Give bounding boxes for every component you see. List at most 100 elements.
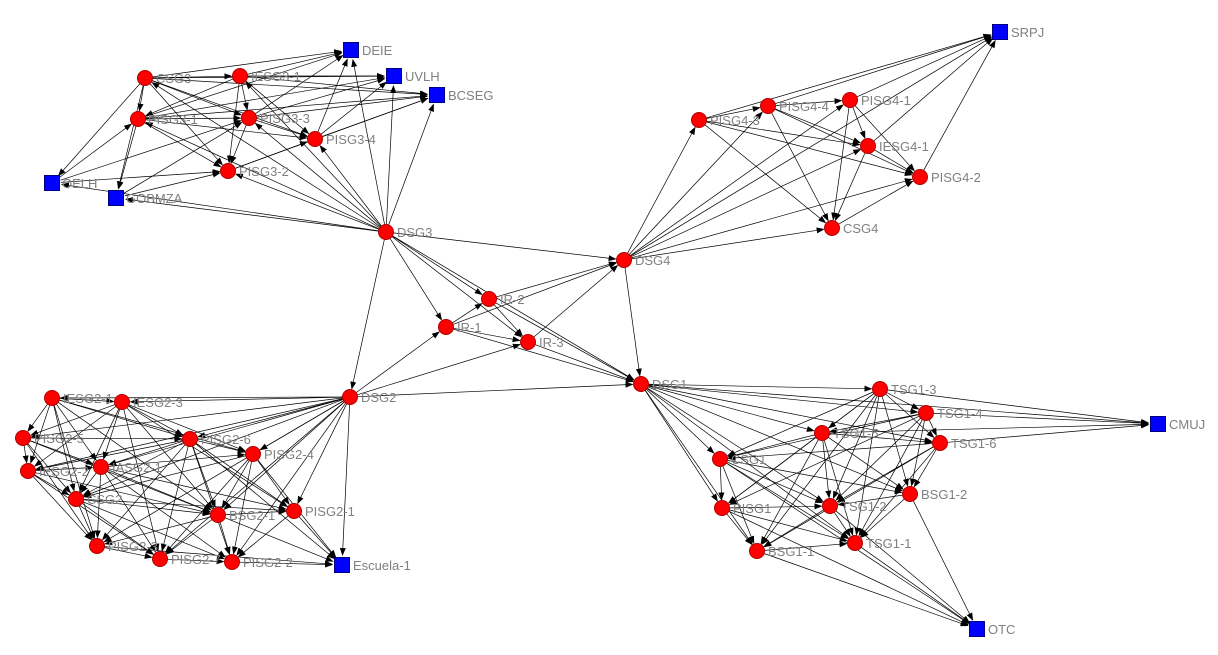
node-PISG3-2[interactable]: PISG3-2 <box>220 163 289 180</box>
node-CSG1[interactable]: CSG1 <box>712 451 767 468</box>
node-GOBMZA[interactable]: GOBMZA <box>108 190 183 207</box>
actor-node-circle[interactable] <box>378 224 394 240</box>
actor-node-circle[interactable] <box>241 110 257 126</box>
node-PISG2-1[interactable]: PISG2-1 <box>286 503 355 520</box>
actor-node-circle[interactable] <box>342 389 358 405</box>
node-BCSEG[interactable]: BCSEG <box>429 87 494 104</box>
node-PISG2-3[interactable]: PISG2-3 <box>89 538 158 555</box>
actor-node-circle[interactable] <box>438 319 454 335</box>
node-CSG4[interactable]: CSG4 <box>824 220 879 237</box>
node-CMUJ[interactable]: CMUJ <box>1150 416 1206 433</box>
node-BSG2-1[interactable]: BSG2-1 <box>210 507 276 524</box>
node-IESG3-1[interactable]: IESG3-1 <box>232 68 301 85</box>
node-PISG2-6[interactable]: PISG2-6 <box>182 431 251 448</box>
node-IR-3[interactable]: IR-3 <box>520 334 564 351</box>
actor-node-circle[interactable] <box>137 70 153 86</box>
actor-node-circle[interactable] <box>814 425 830 441</box>
node-DEIE[interactable]: DEIE <box>343 42 393 59</box>
node-IESG4-1[interactable]: IESG4-1 <box>860 138 929 155</box>
actor-node-circle[interactable] <box>481 291 497 307</box>
actor-node-circle[interactable] <box>822 498 838 514</box>
organization-node-square[interactable] <box>108 190 124 206</box>
node-OELH[interactable]: OELH <box>44 175 98 192</box>
actor-node-circle[interactable] <box>847 535 863 551</box>
node-BSG1-2[interactable]: BSG1-2 <box>902 486 968 503</box>
organization-node-square[interactable] <box>969 621 985 637</box>
organization-node-square[interactable] <box>334 557 350 573</box>
node-TSG1-1[interactable]: TSG1-1 <box>847 535 912 552</box>
actor-node-circle[interactable] <box>210 507 226 523</box>
organization-node-square[interactable] <box>44 175 60 191</box>
node-PISG2-2[interactable]: PISG2-2 <box>224 554 293 571</box>
node-Escuela-1[interactable]: Escuela-1 <box>334 557 411 574</box>
actor-node-circle[interactable] <box>932 435 948 451</box>
organization-node-square[interactable] <box>1150 416 1166 432</box>
actor-node-circle[interactable] <box>860 138 876 154</box>
actor-node-circle[interactable] <box>520 334 536 350</box>
actor-node-circle[interactable] <box>286 503 302 519</box>
actor-node-circle[interactable] <box>182 431 198 447</box>
node-PISG3-4[interactable]: PISG3-4 <box>307 131 376 148</box>
actor-node-circle[interactable] <box>130 111 146 127</box>
node-TSG1-4[interactable]: TSG1-4 <box>918 405 983 422</box>
actor-node-circle[interactable] <box>872 381 888 397</box>
node-IESG2-3[interactable]: IESG2-3 <box>114 394 183 411</box>
actor-node-circle[interactable] <box>633 376 649 392</box>
actor-node-circle[interactable] <box>824 220 840 236</box>
actor-node-circle[interactable] <box>918 405 934 421</box>
node-PISG4-4[interactable]: PISG4-4 <box>760 98 829 115</box>
actor-node-circle[interactable] <box>842 92 858 108</box>
node-TSG1-2[interactable]: TSG1-2 <box>822 498 887 515</box>
actor-node-circle[interactable] <box>760 98 776 114</box>
node-TSG1-3[interactable]: TSG1-3 <box>872 381 937 398</box>
organization-node-square[interactable] <box>992 24 1008 40</box>
organization-node-square[interactable] <box>343 42 359 58</box>
actor-node-circle[interactable] <box>93 459 109 475</box>
actor-node-circle[interactable] <box>114 394 130 410</box>
actor-node-circle[interactable] <box>15 430 31 446</box>
node-DSG1[interactable]: DSG1 <box>633 376 688 393</box>
actor-node-circle[interactable] <box>89 538 105 554</box>
actor-node-circle[interactable] <box>44 390 60 406</box>
actor-node-circle[interactable] <box>902 486 918 502</box>
node-DSG3[interactable]: DSG3 <box>378 224 433 241</box>
node-PISG1[interactable]: PISG1 <box>714 500 772 517</box>
node-PISG4-1[interactable]: PISG4-1 <box>842 92 911 109</box>
node-BSG1-1[interactable]: BSG1-1 <box>749 543 815 560</box>
actor-node-circle[interactable] <box>152 551 168 567</box>
node-PISG4-3[interactable]: PISG4-3 <box>691 112 760 129</box>
node-PISG2-4[interactable]: PISG2-4 <box>245 446 314 463</box>
actor-node-circle[interactable] <box>245 446 261 462</box>
actor-node-circle[interactable] <box>749 543 765 559</box>
node-IR-1[interactable]: IR-1 <box>438 319 482 336</box>
organization-node-square[interactable] <box>386 68 402 84</box>
node-SRPJ[interactable]: SRPJ <box>992 24 1045 41</box>
actor-node-circle[interactable] <box>616 252 632 268</box>
actor-node-circle[interactable] <box>712 451 728 467</box>
node-PISG3-3[interactable]: PISG3-3 <box>241 110 310 127</box>
node-TSG1-6[interactable]: TSG1-6 <box>932 435 997 452</box>
actor-node-circle[interactable] <box>20 463 36 479</box>
node-PISG2-7[interactable]: PISG2-7 <box>152 551 221 568</box>
actor-node-circle[interactable] <box>912 169 928 185</box>
node-OTC[interactable]: OTC <box>969 621 1016 638</box>
node-PISG2-5[interactable]: PISG2-5 <box>15 430 84 447</box>
node-IESG2-1[interactable]: IESG2-1 <box>44 390 113 407</box>
node-TSG1-5[interactable]: TSG1-5 <box>814 425 879 442</box>
actor-node-circle[interactable] <box>224 554 240 570</box>
node-PISG3-1[interactable]: PISG3-1 <box>130 111 198 128</box>
actor-node-circle[interactable] <box>68 491 84 507</box>
actor-node-circle[interactable] <box>714 500 730 516</box>
node-DSG2[interactable]: DSG2 <box>342 389 397 406</box>
node-IESG2-2[interactable]: IESG2-2 <box>20 463 89 480</box>
actor-node-circle[interactable] <box>220 163 236 179</box>
actor-node-circle[interactable] <box>307 131 323 147</box>
node-IASG2-1[interactable]: IASG2-1 <box>93 459 162 476</box>
actor-node-circle[interactable] <box>691 112 707 128</box>
node-UVLH[interactable]: UVLH <box>386 68 440 85</box>
node-CSG3[interactable]: CSG3 <box>137 70 192 87</box>
node-PISG4-2[interactable]: PISG4-2 <box>912 169 981 186</box>
node-CSG2[interactable]: CSG2 <box>68 491 123 508</box>
organization-node-square[interactable] <box>429 87 445 103</box>
node-IR-2[interactable]: IR-2 <box>481 291 525 308</box>
